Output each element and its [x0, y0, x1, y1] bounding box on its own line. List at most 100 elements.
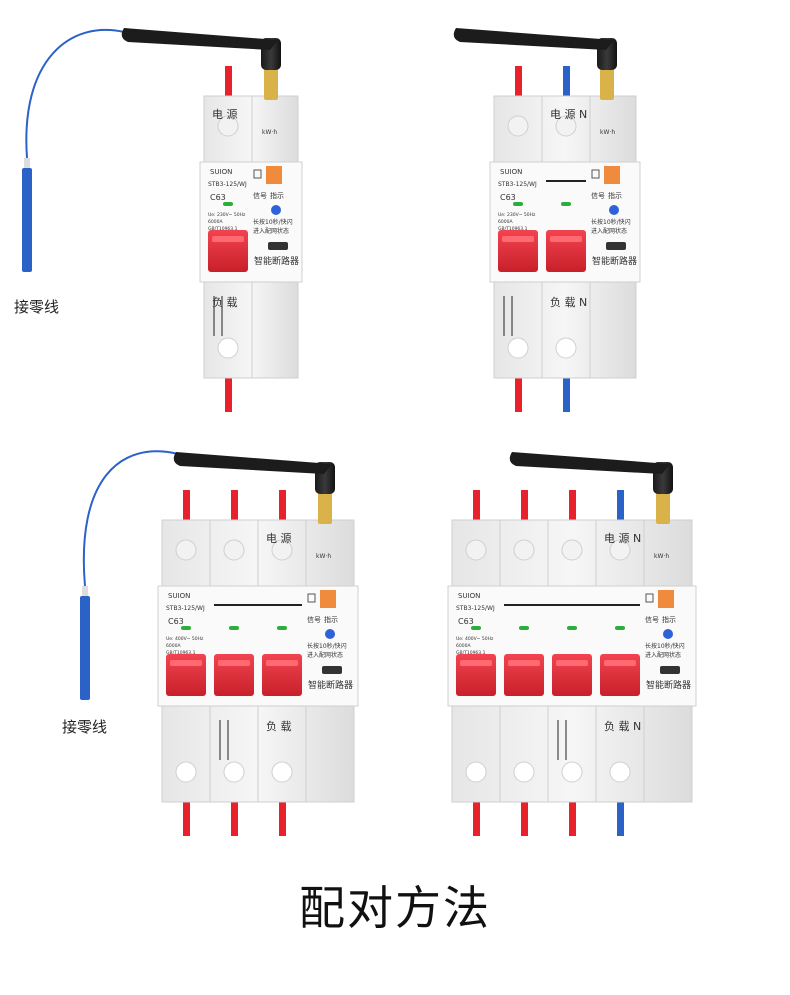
spec-text: Ue: 400V~ 50Hz [456, 636, 494, 642]
wire-tip [24, 158, 30, 168]
terminal-screw [609, 539, 631, 561]
spec-text: GB/T10963.1 [208, 226, 238, 232]
orange-badge [604, 166, 620, 184]
spec-text: GB/T10963.1 [456, 650, 486, 656]
supply-label: 电 源 N [604, 531, 641, 545]
neutral-wire-stub [80, 596, 90, 700]
wire-bottom [563, 378, 570, 412]
handle-highlight [218, 660, 250, 666]
antenna-rod [509, 452, 670, 474]
supply-label: 电 源 [212, 107, 238, 121]
terminal-screw [271, 761, 293, 783]
neutral-wire-label-bottom: 接零线 [62, 718, 108, 736]
load-label: 负 载 [212, 295, 238, 309]
wire-top [183, 490, 190, 524]
status-led [229, 626, 239, 630]
breaker-unit-1pn: 电 源 NkW·h信号指示长按10秒/快闪进入配网状态智能断路器SUIONSTB… [453, 28, 641, 412]
product-name: 智能断路器 [646, 679, 691, 691]
product-name: 智能断路器 [592, 255, 637, 267]
terminal-screw [465, 761, 487, 783]
breaker-unit-1p: 电 源kW·h信号指示长按10秒/快闪进入配网状态智能断路器SUIONSTB3-… [121, 28, 303, 412]
handle-highlight [556, 660, 588, 666]
indicator-label: 指示 [324, 615, 338, 624]
pole-bar [504, 604, 640, 606]
status-led [277, 626, 287, 630]
spec-text: Ue: 230V~ 50Hz [498, 212, 536, 218]
wifi-badge [660, 666, 680, 674]
status-led [519, 626, 529, 630]
wire-top [569, 490, 576, 524]
wire-top [231, 490, 238, 524]
status-led [567, 626, 577, 630]
terminal-screw [223, 539, 245, 561]
neutral-wire-stub [22, 168, 32, 272]
handle-highlight [502, 236, 534, 242]
antenna-rod [121, 28, 278, 50]
circuit-symbol [503, 296, 513, 336]
indicator-label: 指示 [270, 191, 284, 200]
terminal-screw [465, 539, 487, 561]
meter-label: kW·h [600, 129, 615, 136]
orange-badge [658, 590, 674, 608]
wire-bottom [569, 802, 576, 836]
brand-logo: SUION [500, 168, 522, 176]
indicator-label: 指示 [662, 615, 676, 624]
wire-bottom [521, 802, 528, 836]
supply-label: 电 源 N [550, 107, 587, 121]
load-label: 负 载 [266, 719, 292, 733]
signal-label: 信号 [307, 615, 321, 624]
lower-housing [451, 705, 693, 803]
wire-top [617, 490, 624, 524]
pairing-hint: 长按10秒/快闪 [591, 218, 631, 226]
pairing-button [609, 205, 619, 215]
orange-badge [320, 590, 336, 608]
signal-label: 信号 [253, 191, 267, 200]
pairing-button [663, 629, 673, 639]
wire-bottom [279, 802, 286, 836]
brand-logo: SUION [458, 592, 480, 600]
load-label: 负 载 N [550, 295, 587, 309]
spec-text: GB/T10963.1 [166, 650, 196, 656]
lock-icon [645, 593, 654, 603]
handle-highlight [550, 236, 582, 242]
wire-bottom [231, 802, 238, 836]
pole-bar [546, 180, 586, 182]
terminal-screw [175, 761, 197, 783]
lock-icon [307, 593, 316, 603]
spec-text: 6000A [498, 219, 513, 225]
status-led [471, 626, 481, 630]
circuit-symbol [557, 720, 567, 760]
terminal-screw [507, 337, 529, 359]
handle-highlight [212, 236, 244, 242]
supply-label: 电 源 [266, 531, 292, 545]
pairing-hint: 长按10秒/快闪 [253, 218, 293, 226]
neutral-wire-lead [82, 450, 179, 587]
model-label: STB3-125/WJ [498, 181, 537, 188]
terminal-screw [507, 115, 529, 137]
circuit-symbol [213, 296, 223, 336]
load-label: 负 载 N [604, 719, 641, 733]
pairing-hint: 进入配网状态 [591, 227, 627, 235]
lock-icon [591, 169, 600, 179]
model-label: STB3-125/WJ [456, 605, 495, 612]
signal-label: 信号 [645, 615, 659, 624]
wire-top [563, 66, 570, 100]
terminal-screw [217, 337, 239, 359]
status-led [181, 626, 191, 630]
wire-top [225, 66, 232, 100]
terminal-screw [217, 115, 239, 137]
rating-label: C63 [458, 617, 474, 626]
handle-highlight [266, 660, 298, 666]
upper-housing [203, 95, 299, 167]
terminal-screw [513, 761, 535, 783]
pairing-hint: 进入配网状态 [645, 651, 681, 659]
terminal-screw [513, 539, 535, 561]
wire-top [521, 490, 528, 524]
spec-text: Ue: 400V~ 50Hz [166, 636, 204, 642]
status-led [561, 202, 571, 206]
breaker-unit-3pn: 电 源 NkW·h信号指示长按10秒/快闪进入配网状态智能断路器SUIONSTB… [447, 452, 697, 836]
brand-logo: SUION [210, 168, 232, 176]
product-name: 智能断路器 [254, 255, 299, 267]
terminal-screw [223, 761, 245, 783]
pairing-hint: 长按10秒/快闪 [307, 642, 347, 650]
